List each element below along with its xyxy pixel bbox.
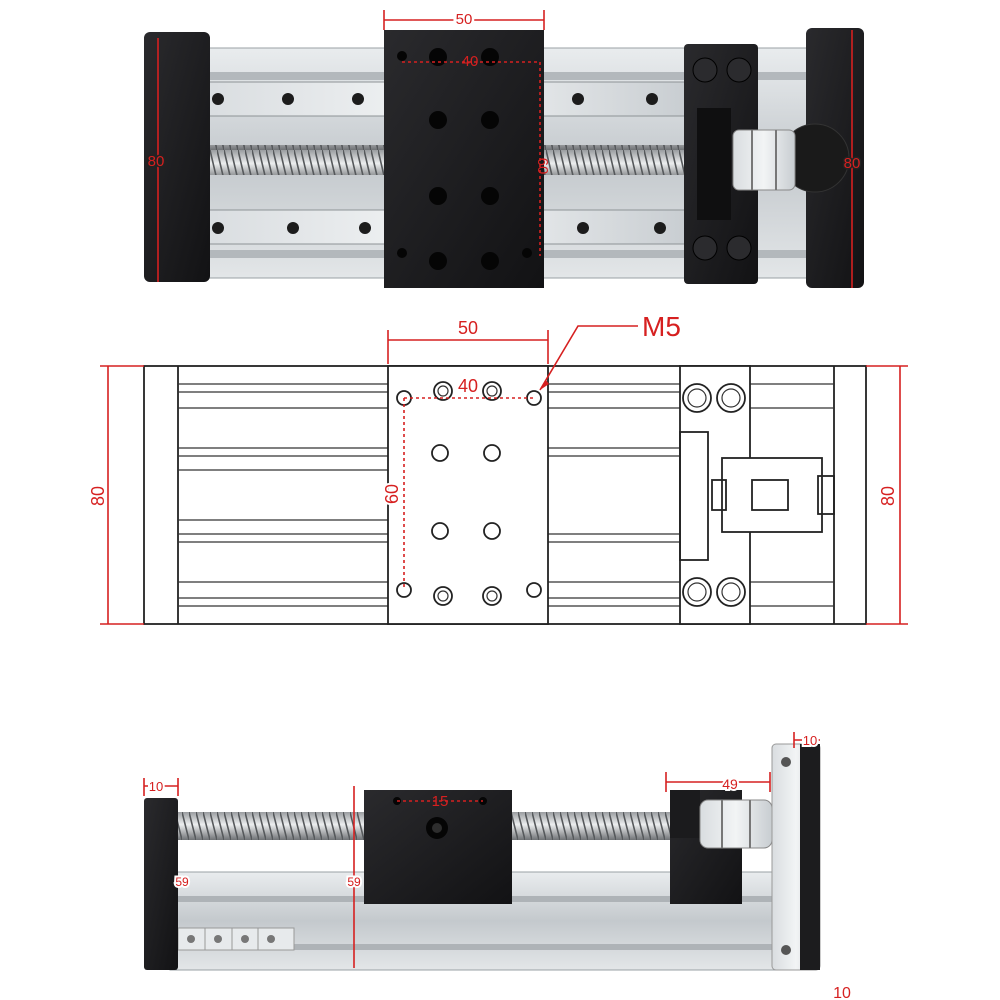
line-drawing: 50 M5 40 60 80 80	[88, 311, 908, 625]
top-right-height-label: 80	[844, 155, 861, 172]
side-carriage	[364, 790, 512, 904]
side-photo: 10 15 59 59 49 10 10	[143, 731, 851, 1000]
side-coupling-length-label: 49	[722, 776, 738, 792]
side-right-plate-label: 10	[803, 733, 817, 748]
right-rails	[548, 383, 834, 607]
drawing-right-height-label: 80	[878, 486, 898, 506]
side-dims: 10 15 59 59 49 10 10	[143, 731, 851, 1000]
drawing-hole-span-width-label: 40	[458, 376, 478, 396]
left-rails	[178, 383, 388, 607]
coupling	[732, 129, 796, 191]
top-photo: 50 40 60 80 80	[144, 9, 864, 288]
left-end-plate	[144, 32, 210, 282]
drawing-left-height-label: 80	[88, 486, 108, 506]
top-hole-span-height-label: 60	[534, 158, 551, 175]
top-hole-span-width-label: 40	[462, 53, 479, 70]
drawing-dims: 50 M5 40 60 80 80	[88, 311, 908, 625]
side-carriage-right-label: 59	[175, 875, 189, 889]
thread-size-label: M5	[642, 311, 681, 342]
drawing-carriage	[387, 365, 549, 625]
drawing-carriage-width-label: 50	[458, 318, 478, 338]
side-left-plate-label: 10	[149, 779, 163, 794]
side-coupling	[699, 799, 773, 849]
bearing-block-top	[684, 44, 758, 284]
drawing-bearing-block	[679, 365, 751, 625]
side-carriage-left-label: 59	[347, 875, 361, 889]
side-hole-span-label: 15	[432, 793, 449, 810]
side-left-end-plate	[144, 798, 178, 970]
top-dims: 50 40 60 80 80	[146, 9, 862, 288]
drawing-hole-span-height-label: 60	[382, 484, 402, 504]
drawing-coupling	[711, 457, 835, 533]
top-carriage-width-label: 50	[456, 11, 473, 28]
top-left-height-label: 80	[148, 153, 165, 170]
side-bottom-label: 10	[833, 985, 851, 1000]
